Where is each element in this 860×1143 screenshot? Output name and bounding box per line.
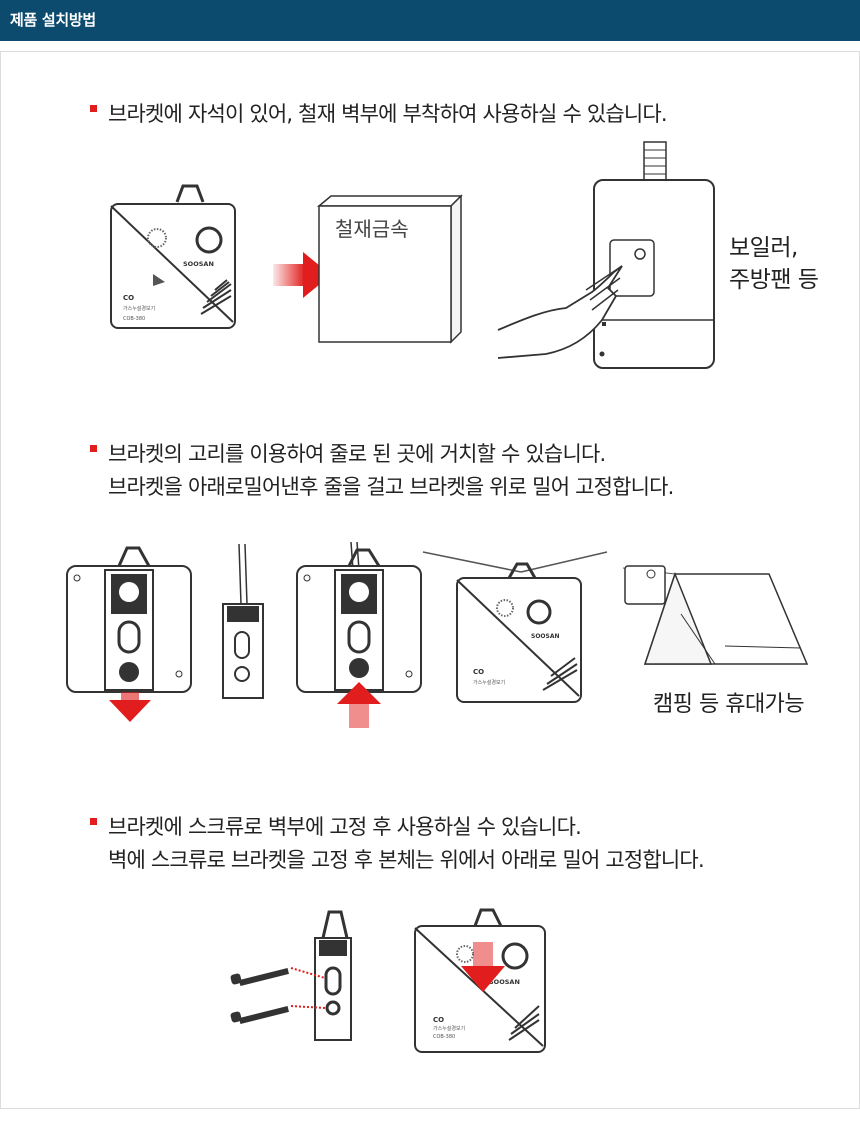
device-on-string-illustration: SOOSAN CO 가스누설경보기	[422, 551, 608, 703]
page-title: 제품 설치방법	[10, 11, 96, 29]
screw-bracket-illustration	[230, 910, 352, 1041]
device-name: 가스누설경보기	[473, 679, 505, 686]
device-name: 가스누설경보기	[123, 305, 155, 312]
bullet-marker	[90, 445, 97, 452]
location-label-line2: 주방팬 등	[729, 267, 819, 293]
hang-instruction-line2: 브라켓을 아래로밀어낸후 줄을 걸고 브라켓을 위로 밀어 고정합니다.	[108, 475, 674, 499]
device-gas-type: CO	[433, 1016, 444, 1024]
install-section-hang: 브라켓의 고리를 이용하여 줄로 된 곳에 거치할 수 있습니다. 브라켓을 아…	[0, 394, 860, 759]
device-brand: SOOSAN	[489, 978, 520, 986]
camping-label: 캠핑 등 휴대가능	[653, 692, 805, 717]
device-model: COB-380	[123, 316, 145, 322]
bracket-pull-down-illustration	[66, 546, 192, 722]
location-label: 보일러, 주방팬 등	[729, 232, 819, 296]
detector-device-illustration: SOOSAN CO 가스누설경보기 COB-380	[110, 184, 236, 329]
device-gas-type: CO	[473, 668, 484, 676]
page-header: 제품 설치방법	[0, 0, 860, 41]
screw-instruction-line2: 벽에 스크류로 브라켓을 고정 후 본체는 위에서 아래로 밀어 고정합니다.	[108, 848, 705, 872]
bracket-on-string-illustration	[222, 543, 264, 699]
bullet-marker	[90, 105, 97, 112]
screw-instruction-line1: 브라켓에 스크류로 벽부에 고정 후 사용하실 수 있습니다.	[108, 815, 582, 839]
magnet-instruction: 브라켓에 자석이 있어, 철재 벽부에 부착하여 사용하실 수 있습니다.	[108, 102, 668, 126]
device-model: COB-380	[433, 1034, 455, 1040]
device-brand: SOOSAN	[183, 260, 214, 268]
device-brand: SOOSAN	[531, 633, 560, 640]
tent-illustration	[622, 565, 809, 665]
device-slide-down-illustration: SOOSAN CO 가스누설경보기 COB-380	[414, 908, 546, 1053]
device-name: 가스누설경보기	[433, 1025, 465, 1032]
metal-box-illustration: 철재금속	[316, 194, 463, 344]
location-label-line1: 보일러,	[729, 235, 798, 261]
install-section-screw: 브라켓에 스크류로 벽부에 고정 후 사용하실 수 있습니다. 벽에 스크류로 …	[0, 758, 860, 1109]
bullet-marker	[90, 818, 97, 825]
hang-instruction-line1: 브라켓의 고리를 이용하여 줄로 된 곳에 거치할 수 있습니다.	[108, 442, 606, 466]
metal-box-label: 철재금속	[335, 217, 409, 241]
boiler-attach-illustration	[497, 141, 715, 369]
device-gas-type: CO	[123, 294, 134, 302]
install-section-magnet: 브라켓에 자석이 있어, 철재 벽부에 부착하여 사용하실 수 있습니다. SO…	[0, 51, 860, 396]
bracket-push-up-illustration	[296, 541, 422, 728]
arrow-right-icon	[273, 252, 331, 298]
